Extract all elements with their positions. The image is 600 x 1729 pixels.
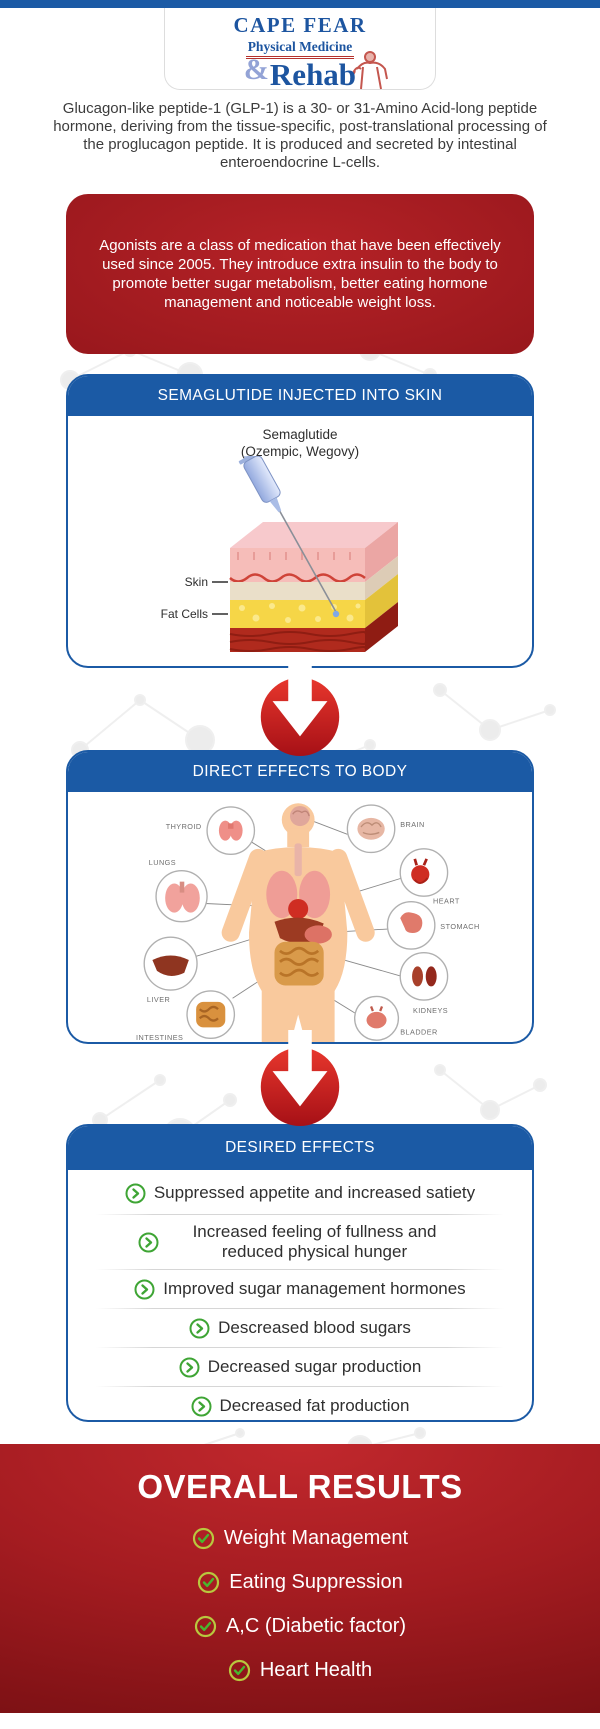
chevron-circle-icon [138,1232,159,1252]
list-item: Improved sugar management hormones [68,1270,532,1308]
skin-label: Skin [185,575,208,589]
result-item-text: Weight Management [223,1527,409,1549]
down-arrow-icon [260,1029,340,1127]
syringe-icon [238,456,340,618]
check-circle-icon [198,1571,220,1594]
semaglutide-card-title: SEMAGLUTIDE INJECTED INTO SKIN [68,376,532,416]
agonists-callout-box: Agonists are a class of medication that … [66,194,534,354]
list-item: Suppressed appetite and increased satiet… [68,1172,532,1214]
chevron-circle-icon [125,1183,146,1203]
divider [96,1308,504,1309]
check-circle-icon [194,1615,217,1638]
flow-arrow [0,1028,600,1127]
check-circle-icon [228,1659,250,1682]
desired-effects-list: Suppressed appetite and increased satiet… [68,1170,532,1420]
intro-paragraph: Glucagon-like peptide-1 (GLP-1) is a 30-… [53,100,547,171]
drug-brands: (Ozempic, Wegovy) [240,444,360,459]
organ-label-intestines: INTESTINES [136,1033,183,1042]
athlete-sketch-icon [350,51,388,90]
divider [96,1269,504,1270]
fat-layer [230,600,365,628]
result-item-text: Eating Suppression [229,1571,403,1593]
logo-clinic-subtitle: Physical Medicine [245,39,355,59]
list-item: Decreased fat production [68,1387,532,1420]
overall-results-title: OVERALL RESULTS [137,1468,463,1505]
list-item-text: Decreased fat production [219,1396,410,1415]
check-circle-icon [192,1527,215,1550]
desired-effects-card-title: DESIRED EFFECTS [68,1126,532,1170]
logo-ampersand: & [243,53,269,86]
organ-label-thyroid: THYROID [166,822,202,831]
flow-arrow [0,658,600,757]
organ-label-heart: HEART [433,897,460,906]
logo-clinic-name: CAPE FEAR [233,13,367,37]
desired-effects-card: DESIRED EFFECTS Suppressed appetite and … [66,1124,534,1422]
result-item: Weight Management [0,1527,600,1550]
list-item-text: Suppressed appetite and increased satiet… [153,1183,476,1202]
list-item-text: Increased feeling of fullness and reduce… [192,1222,437,1261]
drug-label: Semaglutide (Ozempic, Wegovy) [68,426,532,460]
result-item: Heart Health [0,1659,600,1682]
divider [96,1214,504,1215]
organ-label-lungs: LUNGS [149,858,176,867]
result-item: Eating Suppression [0,1571,600,1594]
skin-injection-diagram: Skin Fat Cells [161,456,398,652]
list-item: Decreased sugar production [68,1348,532,1386]
list-item-text: Decreased sugar production [207,1357,422,1376]
logo-clinic-name-2: Rehab [269,57,357,92]
result-item-text: Heart Health [259,1659,373,1681]
agonists-text: Agonists are a class of medication that … [99,237,501,311]
organ-label-bladder: BLADDER [400,1028,438,1037]
organ-label-kidneys: KIDNEYS [413,1006,448,1015]
divider [96,1386,504,1387]
drug-name: Semaglutide [262,427,338,442]
kidneys-circle [399,952,449,1001]
overall-results-section: OVERALL RESULTS Weight Management Eating… [0,1444,600,1713]
list-item-text: Descreased blood sugars [218,1318,411,1337]
list-item: Descreased blood sugars [68,1309,532,1347]
fat-cells-label: Fat Cells [161,607,208,621]
organ-label-stomach: STOMACH [440,922,479,931]
chevron-circle-icon [189,1318,210,1338]
direct-effects-card: DIRECT EFFECTS TO BODY [66,750,534,1044]
dermis-layer [230,582,365,600]
molecule-decoration [71,683,556,776]
chevron-circle-icon [191,1396,212,1416]
semaglutide-card: SEMAGLUTIDE INJECTED INTO SKIN Semagluti… [66,374,534,668]
top-accent-bar [0,0,600,8]
down-arrow-icon [260,659,340,757]
list-item: Increased feeling of fullness and reduce… [68,1215,532,1269]
chevron-circle-icon [134,1279,155,1299]
result-item: A,C (Diabetic factor) [0,1615,600,1638]
skin-block-top [230,522,398,548]
clinic-logo: CAPE FEAR Physical Medicine &Rehab [164,8,436,92]
organ-label-liver: LIVER [147,995,170,1004]
list-item-text: Improved sugar management hormones [163,1279,466,1298]
chevron-circle-icon [179,1357,200,1377]
body-organs-diagram: THYROID LUNGS LIVER INTESTINES BRAIN HEA… [136,803,479,1042]
divider [96,1347,504,1348]
direct-effects-card-title: DIRECT EFFECTS TO BODY [68,752,532,792]
organ-label-brain: BRAIN [400,820,424,829]
result-item-text: A,C (Diabetic factor) [225,1615,407,1637]
